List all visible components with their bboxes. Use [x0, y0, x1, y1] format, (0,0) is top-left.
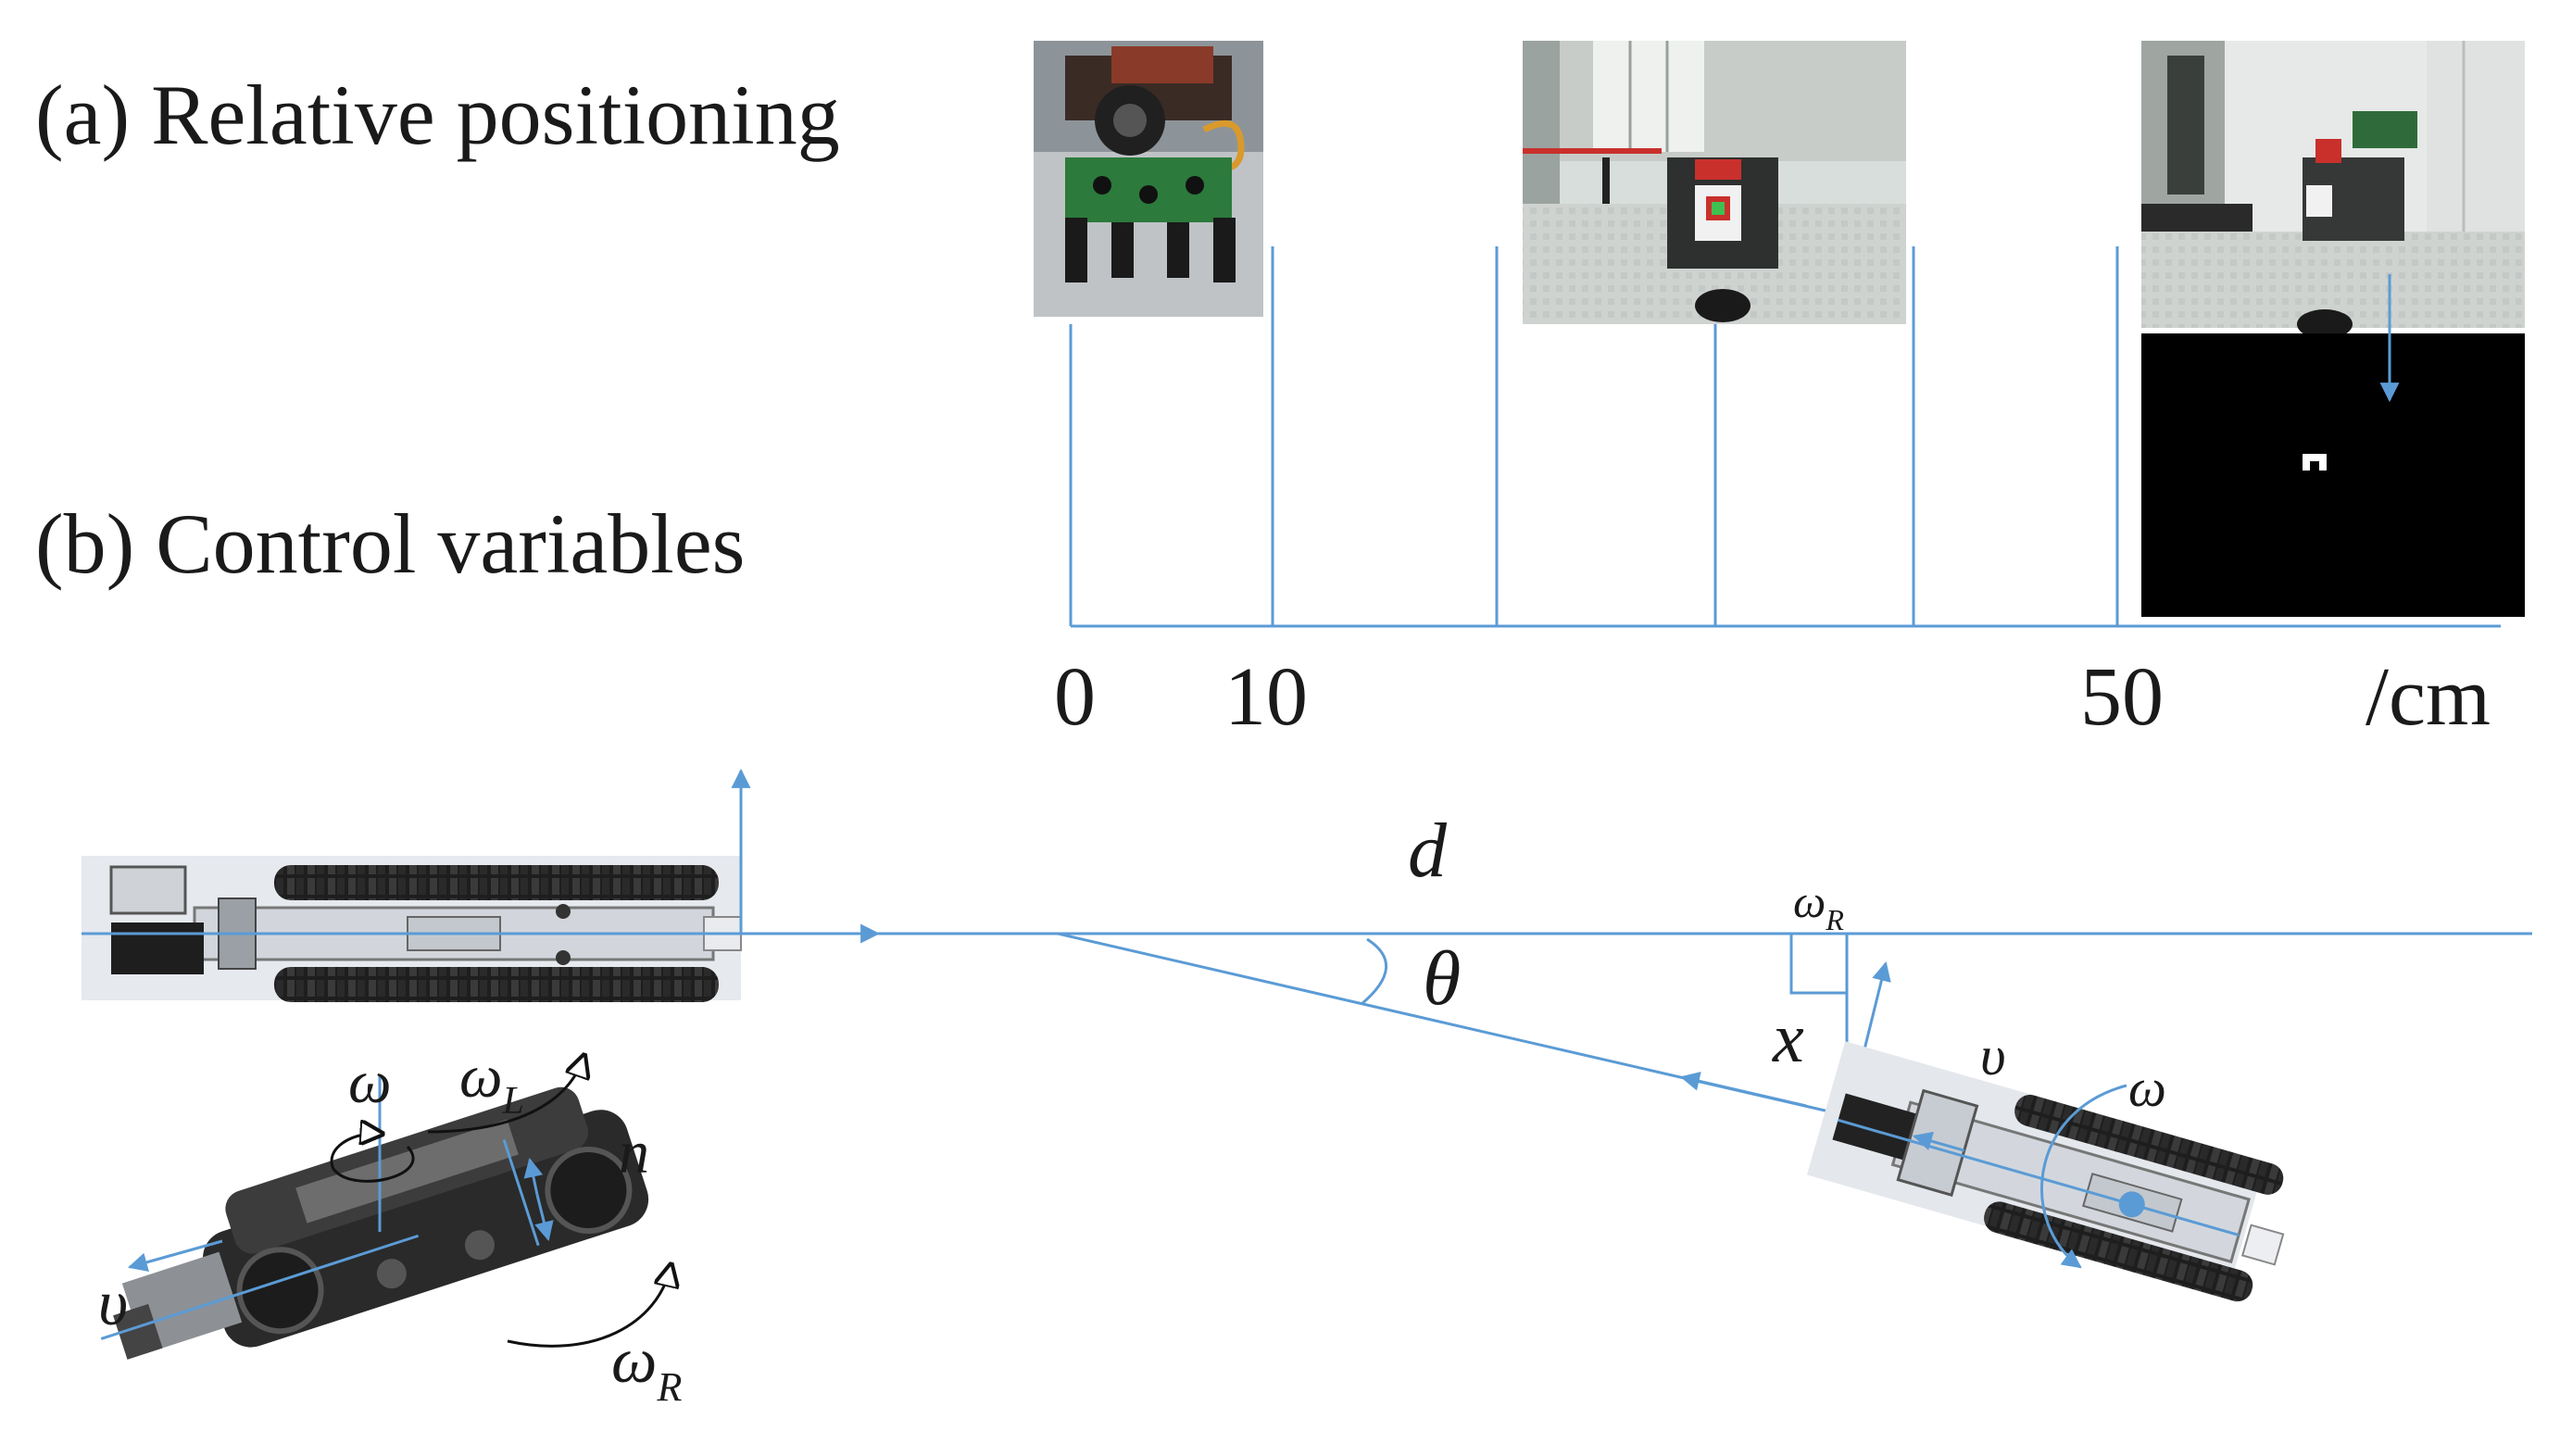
axis-tick-10: 10	[1224, 651, 1308, 743]
axis-tick-0: 0	[1054, 651, 1096, 743]
label-d: d	[1408, 808, 1448, 894]
photo-robot-medium	[1523, 41, 1906, 324]
photo-robot-far	[2141, 41, 2525, 339]
omega-L-rotation-arrow	[427, 1058, 584, 1134]
omega-R-rotation-arrow	[507, 1267, 671, 1348]
distance-axis	[1069, 246, 2501, 628]
leader-robot-topview	[82, 856, 742, 1002]
tracked-robot-perspective	[100, 1086, 649, 1360]
label-theta: θ	[1423, 935, 1461, 1022]
right-angle-marker	[1789, 934, 1847, 995]
panel-a-label: (a) Relative positioning	[35, 68, 840, 162]
panel-b-label: (b) Control variables	[35, 496, 745, 591]
label-v-right: υ	[1980, 1025, 2006, 1086]
label-v-left: υ	[98, 1268, 128, 1339]
label-omega-right: ω	[2128, 1058, 2166, 1118]
photo-binary-mask	[2141, 333, 2525, 617]
perspective-n-up-arrow	[523, 1157, 544, 1196]
label-omega-left: ω	[348, 1048, 392, 1116]
omega-rotation-arrow	[330, 1134, 415, 1183]
theta-arc	[1361, 937, 1388, 1006]
axis-tick-50: 50	[2080, 651, 2164, 743]
perspective-v-arrow	[127, 1239, 223, 1273]
follower-robot-topview	[1806, 1041, 2285, 1302]
axis-unit: /cm	[2365, 651, 2491, 743]
label-x: x	[1772, 999, 1804, 1077]
label-n: n	[619, 1119, 649, 1186]
photo-robot-closeup	[1034, 41, 1263, 317]
label-omega-L: ωL	[459, 1043, 524, 1123]
follower-rotation-arc	[2040, 1084, 2127, 1269]
distance-vector-arrow	[1679, 1072, 1807, 1108]
label-omega-R-bottom: ωR	[611, 1325, 682, 1410]
perspective-n-down-arrow	[534, 1194, 554, 1242]
label-omega-r-top: ωR	[1793, 875, 1844, 936]
